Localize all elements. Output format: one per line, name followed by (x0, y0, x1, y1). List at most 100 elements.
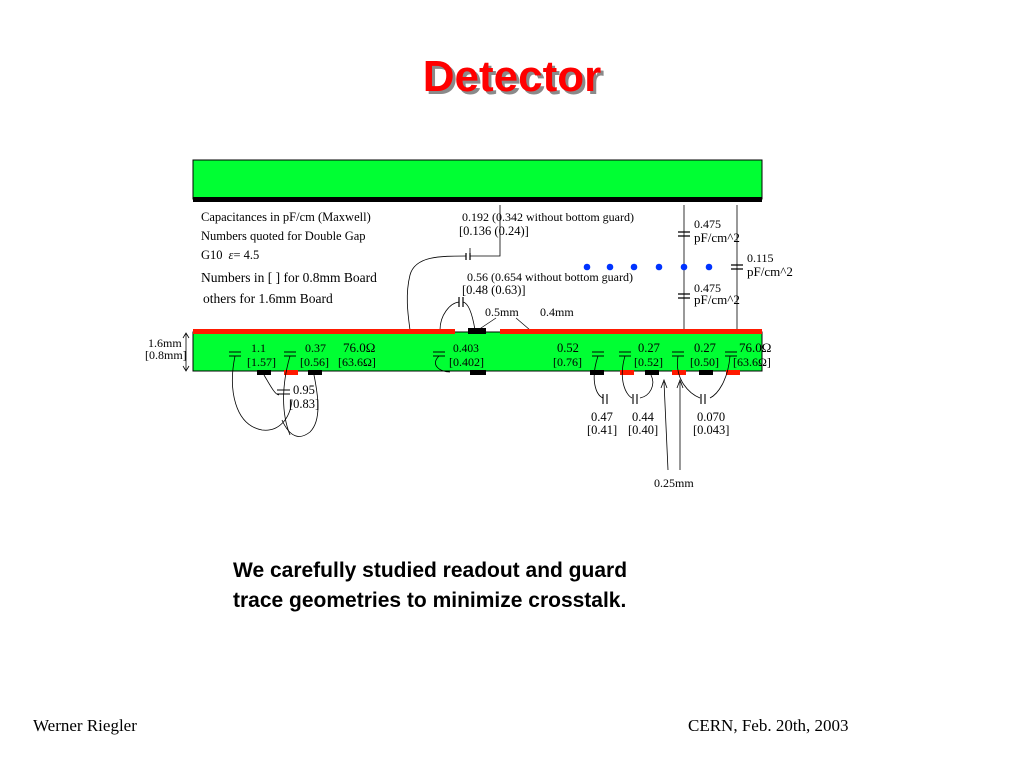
bottom-traces (257, 370, 740, 375)
top-cap-label: 0.192 (0.342 without bottom guard) (462, 210, 634, 224)
slide-title: Detector (422, 52, 602, 101)
footer-author: Werner Riegler (33, 716, 137, 735)
right-cap-b-unit: pF/cm^2 (747, 264, 793, 279)
board-label-c4-thin: [0.76] (553, 355, 582, 369)
wire (232, 355, 293, 431)
note-line-3: G10 ε= 4.5 (201, 248, 259, 262)
board-label-z2: 76.0Ω (739, 340, 771, 355)
below-board-wiring (232, 355, 731, 437)
wire (639, 374, 654, 399)
right-cap-b-value: 0.115 (747, 251, 774, 265)
cap-symbol (725, 351, 737, 357)
board-label-c3-thin: [0.402] (449, 355, 484, 369)
right-cap-a-unit: pF/cm^2 (694, 230, 740, 245)
caption-line-1: We carefully studied readout and guard (233, 559, 628, 582)
bottom-guard-trace (726, 370, 740, 375)
footer-venue-date: CERN, Feb. 20th, 2003 (688, 716, 849, 735)
caption-line-2: trace geometries to minimize crosstalk. (233, 589, 627, 612)
below-label-d3: 0.44 (632, 410, 655, 424)
bottom-readout-trace (308, 370, 322, 375)
note-line-3-value: = 4.5 (233, 248, 259, 262)
below-label-d4-thin: [0.043] (693, 423, 729, 437)
bottom-readout-trace (699, 370, 713, 375)
bottom-guard-trace (672, 370, 686, 375)
board-label-z2-thin: [63.6Ω] (733, 355, 771, 369)
board-label-c2-thin: [0.56] (300, 355, 329, 369)
wire (435, 355, 451, 373)
pitch-arrow-heads (660, 378, 684, 389)
note-line-1: Capacitances in pF/cm (Maxwell) (201, 210, 371, 224)
mid-cap-connection-a (439, 301, 460, 331)
top-board (192, 159, 763, 200)
note-line-3-material: G10 (201, 248, 223, 262)
below-label-d2-thin: [0.41] (587, 423, 617, 437)
guard-trace-top-left (193, 329, 455, 334)
below-label-d3-thin: [0.40] (628, 423, 658, 437)
top-cap-connection (406, 255, 467, 331)
right-cap-a-value: 0.475 (694, 217, 721, 231)
cap-symbol (632, 394, 638, 404)
below-label-d1-thin: [0.83] (289, 397, 319, 411)
below-label-d4: 0.070 (697, 410, 725, 424)
continuation-dot (606, 263, 614, 271)
board-label-c1: 1.1 (251, 341, 266, 355)
continuation-dots (583, 263, 713, 271)
wire (263, 374, 280, 396)
board-label-c2: 0.37 (305, 341, 326, 355)
pitch-arrows (663, 381, 681, 471)
below-label-d2: 0.47 (591, 410, 613, 424)
board-label-c1-thin: [1.57] (247, 355, 276, 369)
mid-cap-connection-b (462, 301, 476, 331)
right-cap-c-symbol (678, 293, 690, 299)
epsilon-symbol: ε (229, 248, 234, 262)
board-label-z1-thin: [63.6Ω] (338, 355, 376, 369)
continuation-dot (680, 263, 688, 271)
below-label-d1: 0.95 (293, 383, 315, 397)
bottom-guard-trace (620, 370, 634, 375)
thickness-label-thin: [0.8mm] (145, 348, 187, 362)
bottom-guard-trace (284, 370, 298, 375)
board-label-c4: 0.52 (557, 341, 579, 355)
cap-symbol (277, 389, 290, 395)
bottom-readout-trace (590, 370, 604, 375)
continuation-dot (583, 263, 591, 271)
board-label-c3: 0.403 (453, 343, 479, 355)
right-cap-a-symbol (678, 231, 690, 237)
cap-symbol (700, 394, 706, 404)
top-board-ground-plane (193, 197, 762, 202)
below-board-capacitors (277, 389, 706, 404)
continuation-dot (655, 263, 663, 271)
pitch-label: 0.25mm (654, 476, 694, 490)
wire (709, 355, 731, 399)
continuation-dot (630, 263, 638, 271)
board-label-z1: 76.0Ω (343, 340, 375, 355)
wire (593, 355, 604, 399)
board-label-c5: 0.27 (638, 341, 660, 355)
trace-width-label-1: 0.5mm (485, 305, 519, 319)
mid-cap-label: 0.56 (0.654 without bottom guard) (467, 270, 633, 284)
wire (621, 355, 633, 399)
top-cap-symbol (465, 253, 471, 260)
width-arrow-2 (515, 317, 531, 331)
readout-trace-top (468, 328, 486, 334)
board-label-c6-thin: [0.50] (690, 355, 719, 369)
wire (281, 374, 319, 437)
note-line-5: others for 1.6mm Board (203, 291, 333, 306)
note-line-2: Numbers quoted for Double Gap (201, 229, 366, 243)
trace-width-label-2: 0.4mm (540, 305, 574, 319)
right-cap-b-symbol (731, 264, 743, 270)
thickness-label: 1.6mm (148, 336, 182, 350)
right-cap-c-unit: pF/cm^2 (694, 292, 740, 307)
mid-cap-symbol (458, 297, 464, 307)
thickness-arrow-heads (182, 332, 190, 372)
cap-symbol (602, 394, 608, 404)
wire (676, 355, 701, 399)
bottom-readout-trace (645, 370, 659, 375)
wire (283, 355, 291, 436)
top-cap-label-thin: [0.136 (0.24)] (459, 224, 529, 238)
note-line-4: Numbers in [ ] for 0.8mm Board (201, 270, 377, 285)
mid-cap-label-thin: [0.48 (0.63)] (462, 283, 526, 297)
bottom-readout-trace (257, 370, 271, 375)
bottom-readout-trace (470, 370, 486, 375)
